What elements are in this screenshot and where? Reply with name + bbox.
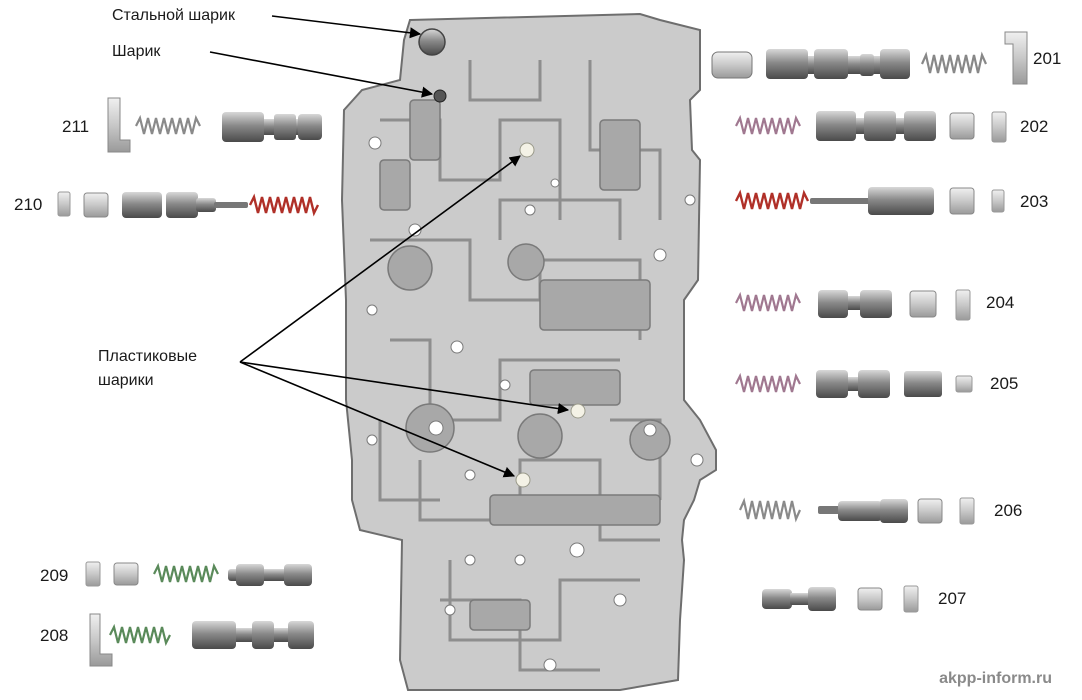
spring-201 (920, 51, 988, 74)
part-207-group (762, 585, 919, 613)
small-ball (433, 89, 447, 103)
part-number-205: 205 (990, 374, 1019, 393)
part-202-group (735, 111, 1007, 143)
steel-ball-label: Стальной шарик (112, 7, 235, 24)
part-number-209: 209 (40, 566, 69, 585)
part-number-201: 201 (1033, 49, 1062, 68)
plastic-balls-label-line2: шарики (98, 372, 154, 389)
plastic-ball-2 (570, 403, 586, 419)
ball-label: Шарик (112, 43, 161, 60)
part-number-206: 206 (994, 501, 1023, 520)
part-210-group (57, 191, 320, 218)
valve-body-plate (340, 12, 717, 691)
retainer-201 (1004, 31, 1028, 85)
part-number-207: 207 (938, 589, 967, 608)
part-203-group (734, 187, 1005, 215)
plastic-ball-1 (519, 142, 535, 158)
part-204-group (735, 289, 971, 321)
part-number-203: 203 (1020, 192, 1049, 211)
part-211-group (107, 97, 322, 153)
steel-ball (418, 28, 446, 56)
plastic-ball-3 (515, 472, 531, 488)
plastic-balls-label-line1: Пластиковые (98, 348, 197, 365)
part-201-group (711, 31, 1028, 85)
part-208-group (89, 613, 314, 667)
part-205-group (735, 370, 973, 398)
leader-lines (209, 15, 570, 478)
part-number-211: 211 (62, 117, 90, 136)
part-number-208: 208 (40, 626, 69, 645)
watermark: akpp-inform.ru (939, 670, 1052, 687)
part-number-202: 202 (1020, 117, 1049, 136)
part-206-group (738, 497, 975, 525)
valve-201 (766, 49, 910, 79)
part-209-group (85, 561, 312, 587)
part-number-204: 204 (986, 293, 1015, 312)
part-number-210: 210 (14, 195, 43, 214)
